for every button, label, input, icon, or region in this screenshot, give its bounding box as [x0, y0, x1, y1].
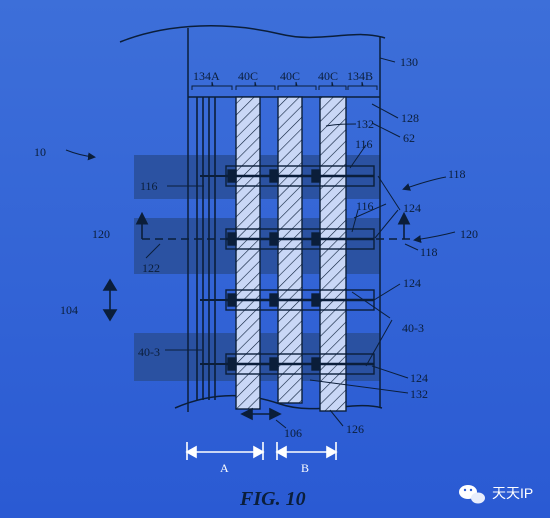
top-wavy-edge [119, 25, 386, 43]
label-124-low: 124 [403, 276, 421, 290]
label-106: 106 [284, 426, 302, 440]
label-124-bottom: 124 [410, 371, 428, 385]
stripe-40c-1 [235, 96, 261, 410]
label-40-3-left: 40-3 [138, 345, 160, 359]
arrow-104 [102, 278, 118, 322]
brace-134b [347, 81, 378, 90]
label-40c-2: 40C [280, 69, 300, 83]
stripe-40c-3 [319, 96, 347, 412]
brace-40c-1 [235, 81, 276, 90]
label-126: 126 [346, 422, 364, 436]
label-40-3-right: 40-3 [402, 321, 424, 335]
brace-134a [191, 81, 233, 90]
hatched-stripes [235, 96, 347, 412]
dimension-lines [185, 442, 338, 460]
stripe-40c-2 [277, 96, 303, 404]
label-104: 104 [60, 303, 78, 317]
reference-labels: 10 130 134A 40C 40C 40C 134B 128 132 62 … [34, 55, 478, 475]
label-122: 122 [142, 261, 160, 275]
label-132-bottom: 132 [410, 387, 428, 401]
watermark-text: 天天IP [492, 485, 533, 501]
label-130: 130 [400, 55, 418, 69]
wechat-icon [459, 485, 485, 504]
column-braces [191, 81, 378, 90]
label-118-top: 118 [448, 167, 466, 181]
label-116-mid: 116 [356, 199, 374, 213]
row-structures [200, 165, 375, 375]
label-10: 10 [34, 145, 46, 159]
section-line-120 [135, 211, 411, 240]
label-134b: 134B [347, 69, 373, 83]
label-120-right: 120 [460, 227, 478, 241]
label-40c-3: 40C [318, 69, 338, 83]
label-62: 62 [403, 131, 415, 145]
brace-40c-2 [277, 81, 317, 90]
arrow-106 [240, 407, 287, 429]
label-134a: 134A [193, 69, 220, 83]
leader-lines [65, 57, 456, 427]
label-128: 128 [401, 111, 419, 125]
label-124-mid: 124 [403, 201, 421, 215]
dimension-label-a: A [220, 461, 229, 475]
label-120-left: 120 [92, 227, 110, 241]
brace-40c-3 [318, 81, 347, 90]
dimension-label-b: B [301, 461, 309, 475]
watermark: 天天IP [459, 485, 533, 504]
label-40c-1: 40C [238, 69, 258, 83]
label-118-mid: 118 [420, 245, 438, 259]
label-116-left: 116 [140, 179, 158, 193]
label-116-top: 116 [355, 137, 373, 151]
figure-caption: FIG. 10 [239, 488, 306, 510]
label-132-top: 132 [356, 117, 374, 131]
